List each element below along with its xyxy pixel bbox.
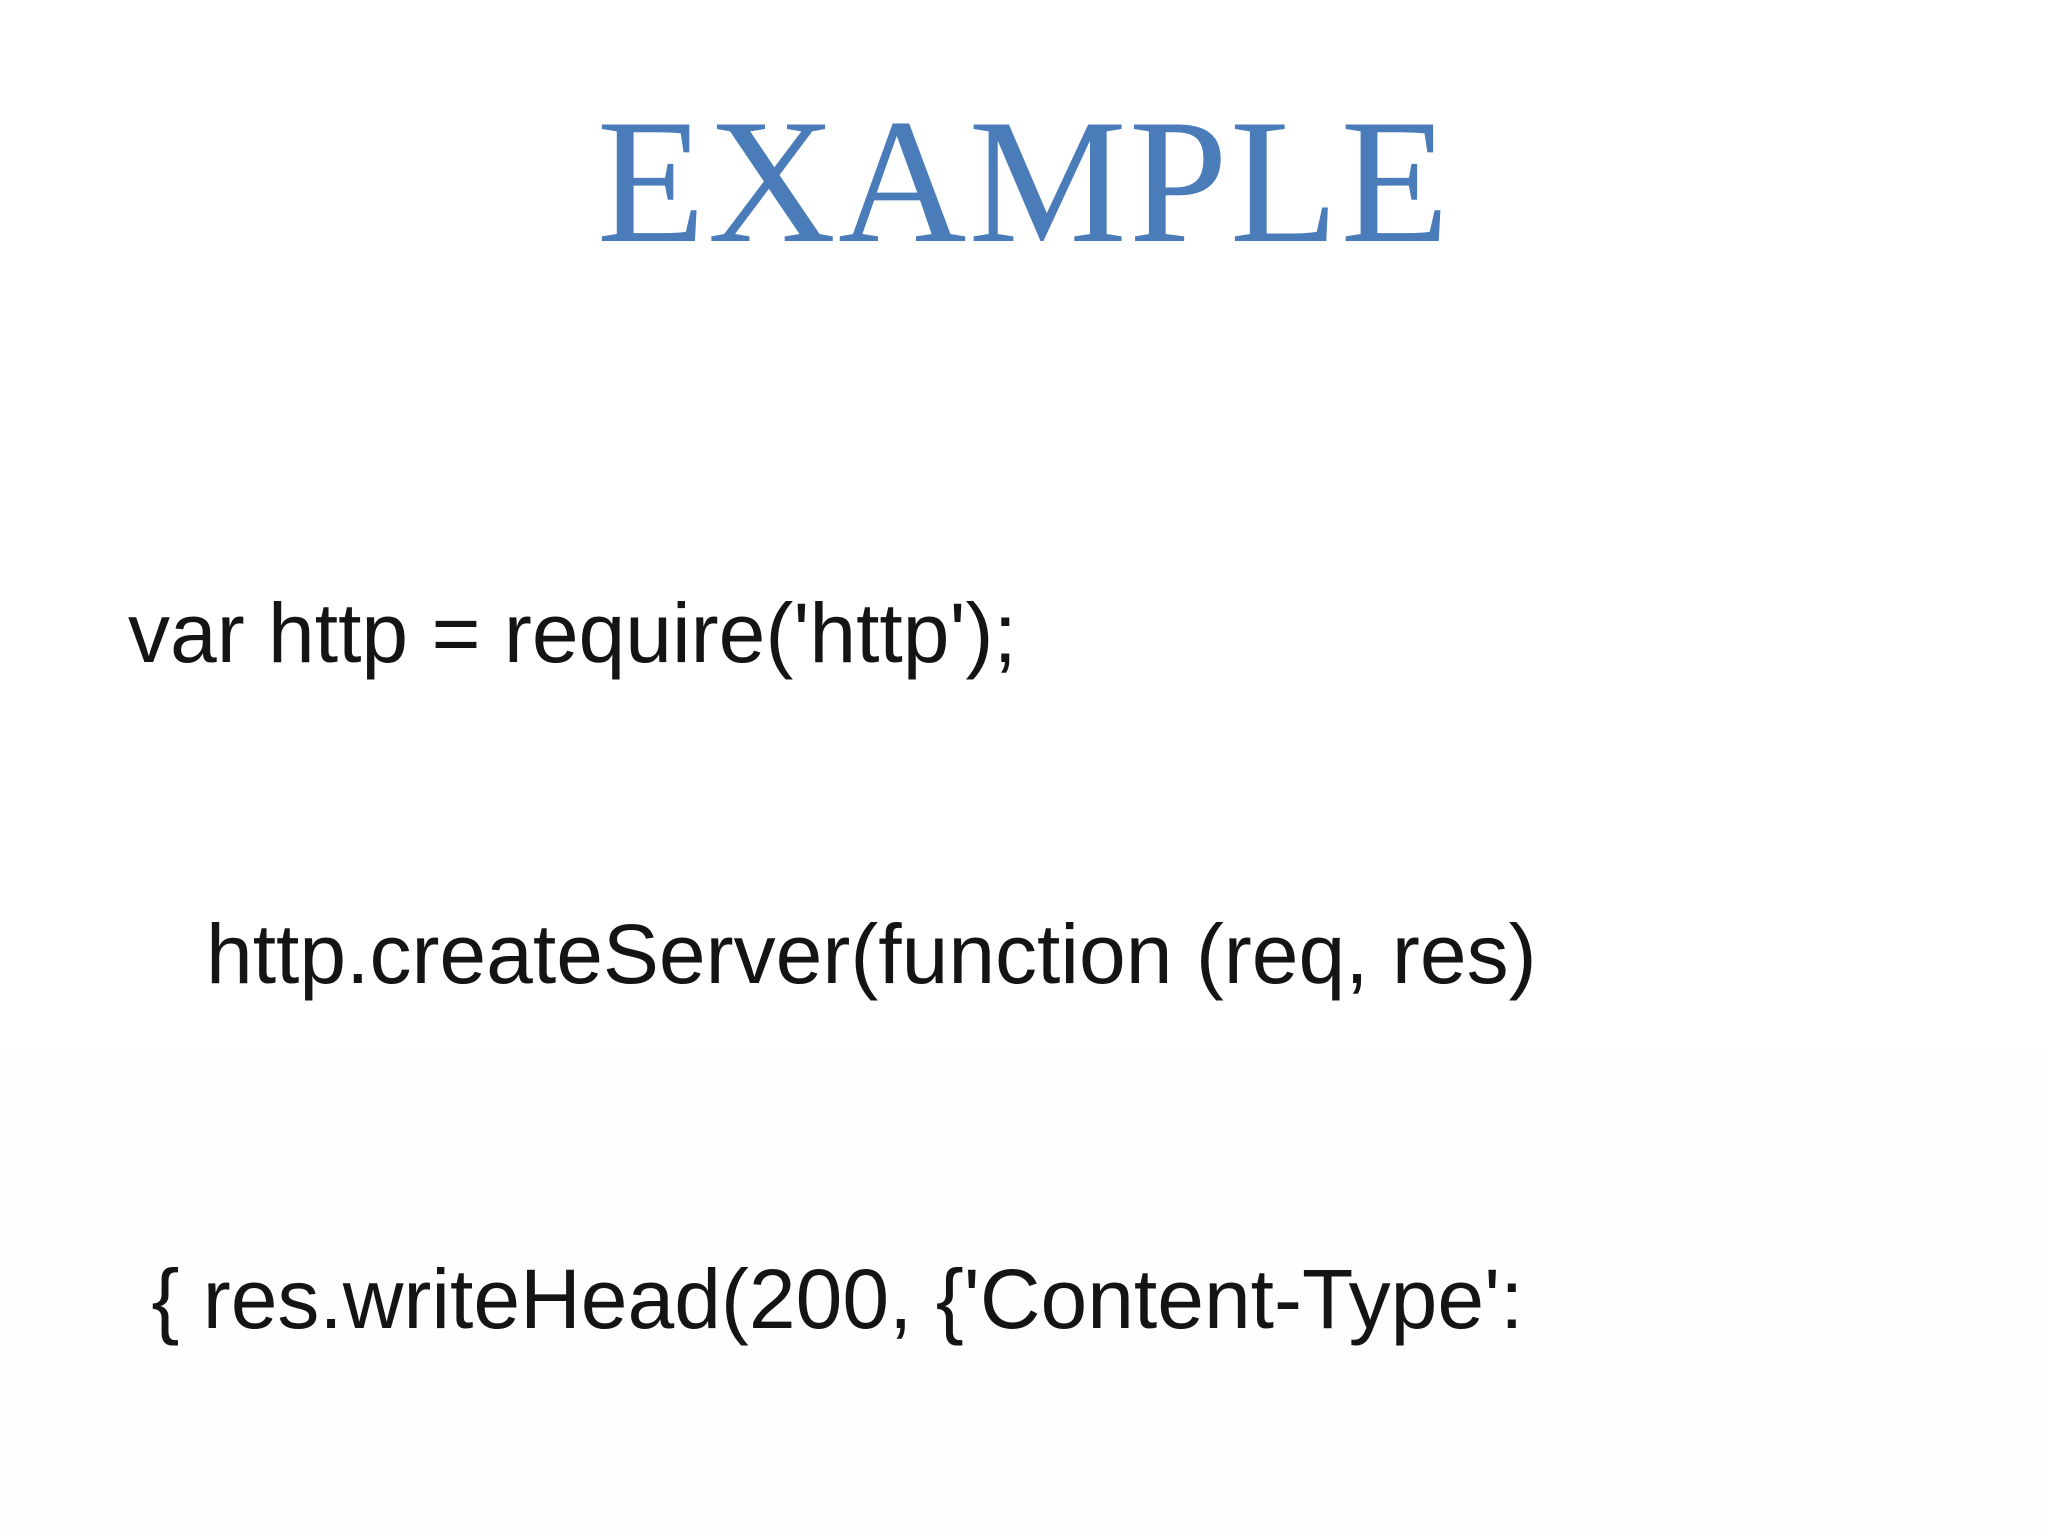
code-line: { res.writeHead(200, {'Content-Type': bbox=[128, 1252, 1524, 1346]
code-line: var http = require('http'); bbox=[128, 586, 1017, 680]
code-line: http.createServer(function (req, res) bbox=[206, 907, 1537, 1001]
code-block: var http = require('http'); http.createS… bbox=[128, 366, 1948, 1536]
slide-title: EXAMPLE bbox=[596, 82, 1452, 280]
